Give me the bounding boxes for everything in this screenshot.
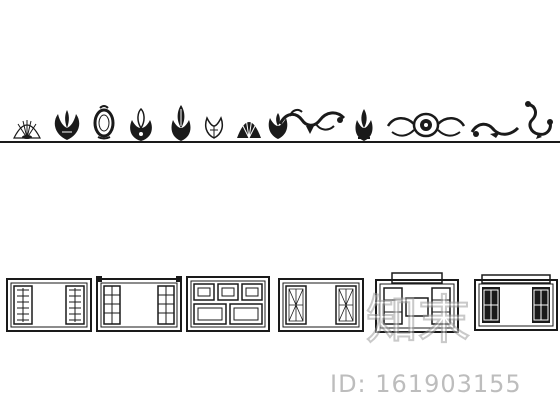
scroll-ornament-3	[522, 100, 556, 140]
lattice-window-panel-5	[372, 272, 462, 334]
watermark-id: ID: 161903155	[330, 370, 522, 398]
lattice-window-panel-2	[96, 276, 182, 332]
acanthus-ornament-1	[126, 108, 156, 142]
lattice-window-panel-3	[186, 276, 270, 332]
scroll-ornament-1	[276, 106, 348, 138]
palmette-ornament-1	[50, 108, 84, 142]
acanthus-ornament-2	[168, 104, 194, 142]
shell-ornament-1	[12, 116, 42, 140]
shell-ornament-2	[234, 112, 264, 140]
rosette-scroll-ornament	[384, 110, 468, 140]
lattice-window-panel-4	[278, 278, 364, 332]
palmette-ornament-3	[266, 112, 290, 140]
acanthus-ornament-3	[352, 108, 376, 142]
scroll-ornament-2	[470, 120, 522, 140]
watermark-logo-text: 知末	[366, 291, 470, 351]
frieze-baseline	[0, 141, 560, 143]
lattice-window-panel-1	[6, 278, 92, 332]
watermark-logo: 知末	[362, 282, 472, 352]
lattice-window-panel-6	[474, 274, 558, 332]
cartouche-ornament	[92, 104, 116, 140]
palmette-ornament-2	[202, 114, 226, 140]
